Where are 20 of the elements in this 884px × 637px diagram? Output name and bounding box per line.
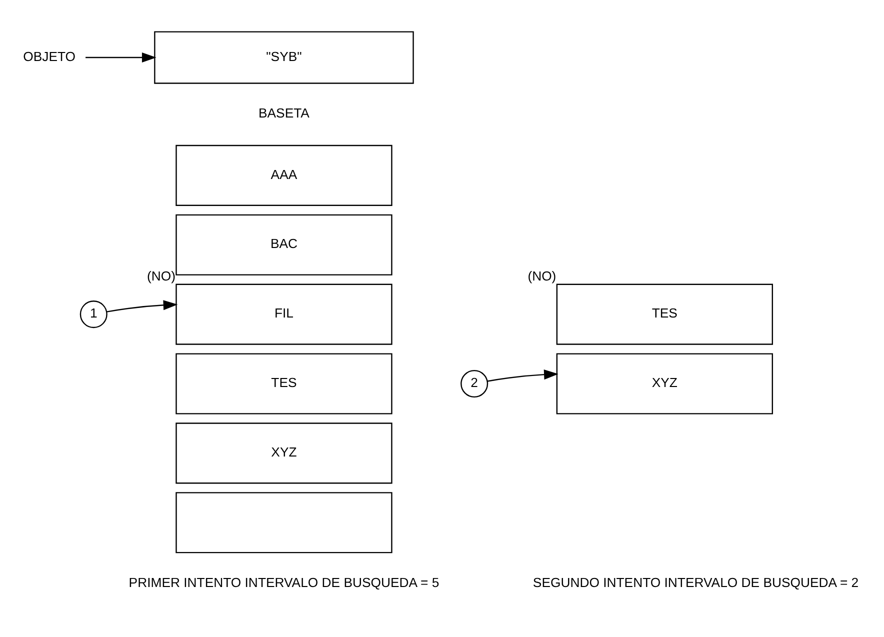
node-label: (NO) [528,268,556,284]
node-box: TES [176,353,392,414]
arrow [86,52,156,63]
node-box: "SYB" [154,31,414,84]
node-box: XYZ [176,422,392,484]
label: SEGUNDO INTENTO INTERVALO DE BUSQUEDA = 2 [532,575,859,590]
node-box: FIL [176,284,392,345]
node-text: OBJETO [23,48,76,64]
node-box: TES [556,284,773,345]
node-circle: 2 [460,370,488,398]
node-circle: 1 [80,300,108,328]
label: PRIMER INTENTO INTERVALO DE BUSQUEDA = 5 [128,575,440,590]
arrow [487,370,558,382]
node-box [176,492,392,554]
arrow [106,300,178,312]
node-box: XYZ [556,353,773,414]
node-box: BAC [176,214,392,276]
node-box: AAA [176,144,392,206]
label: BASETA [258,106,310,121]
node-label: (NO) [147,268,176,284]
